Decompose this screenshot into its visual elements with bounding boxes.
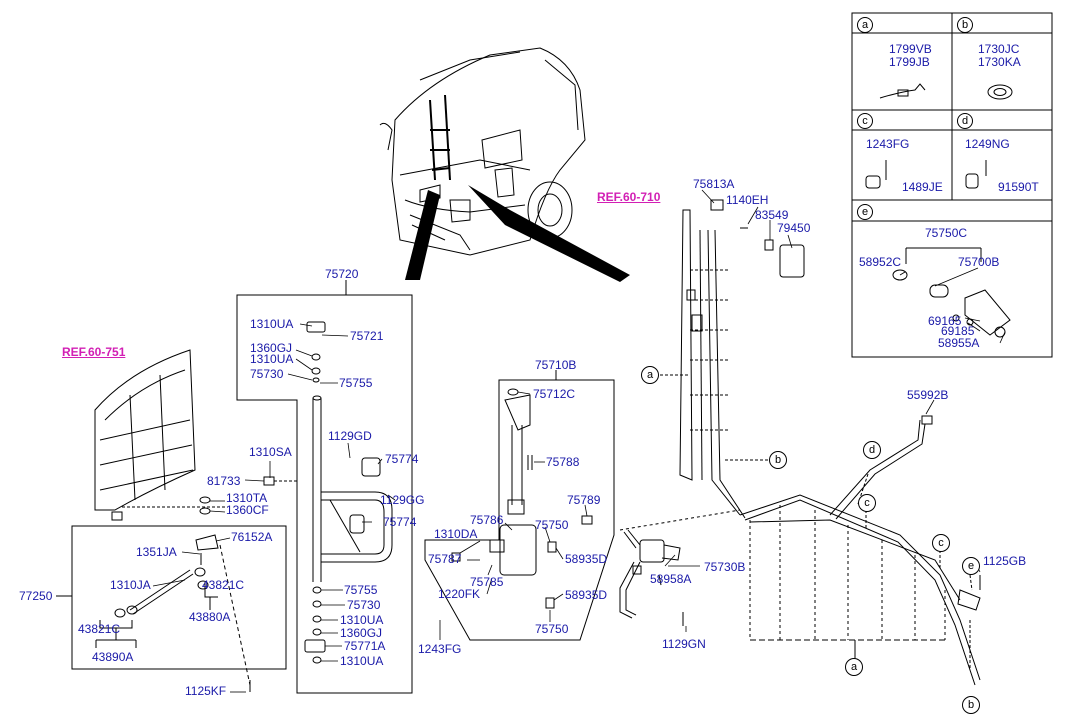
part-75774-lower[interactable]: 75774 <box>383 515 417 529</box>
legend-b-part-1[interactable]: 1730JC <box>978 42 1020 56</box>
legend-letter-b: b <box>957 17 973 33</box>
legend-letter-e: e <box>857 204 873 220</box>
part-81733[interactable]: 81733 <box>207 474 241 488</box>
part-79450[interactable]: 79450 <box>777 221 811 235</box>
part-1360CF[interactable]: 1360CF <box>226 503 269 517</box>
part-43821C-right[interactable]: 43821C <box>202 578 245 592</box>
part-43890A[interactable]: 43890A <box>92 650 134 664</box>
part-75771A[interactable]: 75771A <box>344 639 386 653</box>
part-55992B[interactable]: 55992B <box>907 388 949 402</box>
part-1310SA[interactable]: 1310SA <box>249 445 292 459</box>
part-1129GN[interactable]: 1129GN <box>662 637 706 651</box>
part-1351JA[interactable]: 1351JA <box>136 545 177 559</box>
callout-c-tube-1: c <box>858 494 876 512</box>
callout-c-tube-2: c <box>932 534 950 552</box>
part-1243FG[interactable]: 1243FG <box>418 642 462 656</box>
part-75730-bottom[interactable]: 75730 <box>347 598 381 612</box>
part-75786[interactable]: 75786 <box>470 513 504 527</box>
part-75789[interactable]: 75789 <box>567 493 601 507</box>
part-1310UA-top[interactable]: 1310UA <box>250 317 294 331</box>
legend-e-part-1[interactable]: 75750C <box>925 226 968 240</box>
legend-table <box>851 12 1053 358</box>
part-1140EH[interactable]: 1140EH <box>726 193 769 207</box>
part-43821C-left[interactable]: 43821C <box>78 622 121 636</box>
bus-harness-wedge-left <box>405 190 440 280</box>
legend-letter-d: d <box>957 113 973 129</box>
part-75712C[interactable]: 75712C <box>533 387 576 401</box>
part-75755-top[interactable]: 75755 <box>339 376 373 390</box>
legend-e-part-3[interactable]: 75700B <box>958 255 1000 269</box>
leader-lines <box>152 189 1006 693</box>
part-1310UA-upper[interactable]: 1310UA <box>250 352 294 366</box>
hinge-sketch <box>95 496 251 692</box>
bus-illustration <box>379 47 586 256</box>
part-1360GJ-top[interactable]: 1360GJ <box>250 341 293 355</box>
callout-a-panel: a <box>641 366 659 384</box>
part-1310UA-bottom[interactable]: 1310UA <box>340 654 384 668</box>
legend-e-part-5[interactable]: 69185 <box>941 324 975 338</box>
part-75750-lower[interactable]: 75750 <box>535 622 569 636</box>
part-75730B[interactable]: 75730B <box>704 560 746 574</box>
part-76152A[interactable]: 76152A <box>231 530 273 544</box>
legend-b-part-2[interactable]: 1730KA <box>978 55 1021 69</box>
part-75785[interactable]: 75785 <box>470 575 504 589</box>
part-77250[interactable]: 77250 <box>19 589 53 603</box>
legend-d-part-1[interactable]: 1249NG <box>965 137 1010 151</box>
callout-b-panel: b <box>769 451 787 469</box>
part-1220FK[interactable]: 1220FK <box>438 587 481 601</box>
part-58935D-lower[interactable]: 58935D <box>565 588 608 602</box>
assembly-box-75720 <box>236 280 413 694</box>
part-43880A[interactable]: 43880A <box>189 610 231 624</box>
assembly-box-75710B <box>424 370 615 641</box>
part-75813A[interactable]: 75813A <box>693 177 735 191</box>
callout-a-bottom: a <box>845 658 863 676</box>
part-75774-upper[interactable]: 75774 <box>385 452 419 466</box>
bus-harness-wedge-right <box>468 185 630 282</box>
part-1360GJ-bottom[interactable]: 1360GJ <box>340 626 383 640</box>
assembly-box-77250 <box>56 525 287 670</box>
callout-d-tube: d <box>863 441 881 459</box>
part-75755-bottom[interactable]: 75755 <box>344 583 378 597</box>
part-75721[interactable]: 75721 <box>350 329 384 343</box>
long-tubing <box>739 415 981 686</box>
legend-e-part-6[interactable]: 58955A <box>938 336 980 350</box>
legend-e-part-4[interactable]: 69165 <box>928 314 962 328</box>
part-75710B[interactable]: 75710B <box>535 358 577 372</box>
part-1129GG[interactable]: 1129GG <box>380 493 425 507</box>
legend-a-part-1[interactable]: 1799VB <box>889 42 932 56</box>
reference-751[interactable]: REF.60-751 <box>62 345 126 359</box>
part-1310UA-lower[interactable]: 1310UA <box>340 613 384 627</box>
tube-panel <box>660 199 805 519</box>
legend-sketches <box>865 83 1013 338</box>
legend-d-part-2[interactable]: 91590T <box>998 180 1039 194</box>
reference-710[interactable]: REF.60-710 <box>597 190 661 204</box>
part-1125GB[interactable]: 1125GB <box>983 554 1027 568</box>
legend-a-part-2[interactable]: 1799JB <box>889 55 930 69</box>
part-75730-top[interactable]: 75730 <box>250 367 284 381</box>
part-83549[interactable]: 83549 <box>755 208 789 222</box>
legend-c-part-1[interactable]: 1243FG <box>866 137 910 151</box>
part-1129GD[interactable]: 1129GD <box>328 429 372 443</box>
part-1310DA[interactable]: 1310DA <box>434 527 478 541</box>
door-frame-sketch <box>94 349 196 521</box>
part-1125KF[interactable]: 1125KF <box>185 684 227 698</box>
part-1310TA[interactable]: 1310TA <box>226 491 268 505</box>
part-58935D-upper[interactable]: 58935D <box>565 552 608 566</box>
legend-letter-a: a <box>857 17 873 33</box>
rod-assembly-sketch <box>263 321 393 664</box>
part-75750-upper[interactable]: 75750 <box>535 518 569 532</box>
legend-e-part-2[interactable]: 58952C <box>859 255 902 269</box>
part-75787[interactable]: 75787 <box>428 552 462 566</box>
part-75720[interactable]: 75720 <box>325 267 359 281</box>
legend-letter-c: c <box>857 113 873 129</box>
part-58958A[interactable]: 58958A <box>650 572 692 586</box>
lower-valve-sketch <box>619 509 741 626</box>
part-1310JA[interactable]: 1310JA <box>110 578 151 592</box>
callout-e-fitting: e <box>962 557 980 575</box>
part-75788[interactable]: 75788 <box>546 455 580 469</box>
legend-c-part-2[interactable]: 1489JE <box>902 180 943 194</box>
callout-b-bottom: b <box>962 696 980 714</box>
valve-sketch <box>451 388 593 609</box>
